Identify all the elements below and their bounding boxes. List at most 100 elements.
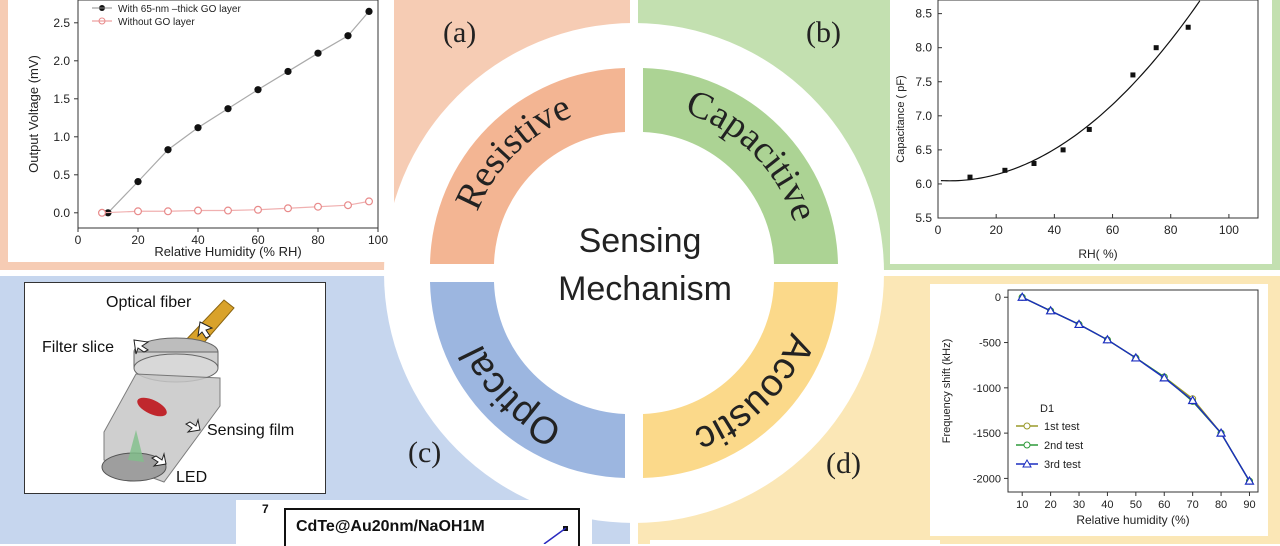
chart-b-data-point (1086, 126, 1092, 132)
chart-a-point-with-go (134, 178, 142, 186)
panel-d-chart-box (930, 284, 1268, 536)
chart-b-fit-curve (940, 0, 1201, 182)
chart-a-ylabel: Output Voltage (mV) (26, 55, 41, 173)
chart-a-point-without-go (164, 207, 173, 216)
chart-d-ytick-label: -2000 (973, 473, 1001, 485)
filter-slice-label: Filter slice (42, 339, 114, 356)
label-d: (d) (826, 447, 861, 480)
chart-d-ytick-label: 0 (995, 292, 1001, 304)
chart-d-point (1045, 305, 1056, 315)
chart-b-axes-frame (937, 0, 1259, 219)
chart-a-ytick-label: 0.5 (53, 168, 70, 182)
center-title-line2: Mechanism (558, 270, 732, 308)
chart-a-xtick-label: 20 (131, 233, 145, 247)
chart-b-ylabel: Capacitance ( pF) (895, 75, 907, 162)
chart-d-point (1216, 427, 1227, 437)
chart-d-series-line (1021, 296, 1251, 482)
chart-a-xtick-label: 100 (368, 233, 388, 247)
chart-a-point-without-go (344, 201, 353, 210)
chart-d-xtick-label: 40 (1101, 499, 1113, 511)
chart-a-legend-entry: Without GO layer (118, 17, 195, 28)
panel-c-inset-box (236, 500, 592, 544)
chart-d-legend-marker (1023, 422, 1031, 430)
chart-b-xtick-label: 60 (1106, 223, 1120, 237)
arrow-filter-icon (133, 339, 150, 355)
chart-a-series-line (101, 200, 370, 214)
inset-c-ytick: 7 (262, 502, 269, 516)
chart-d-legend-entry: 1st test (1044, 421, 1079, 433)
label-c: (c) (408, 436, 442, 469)
chart-d-xtick-label: 80 (1215, 499, 1227, 511)
chart-d-legend-title: D1 (1040, 403, 1054, 415)
arrow-film-icon (185, 418, 201, 433)
chart-a-point-with-go (254, 86, 262, 94)
chart-a-ytick-label: 1.0 (53, 130, 70, 144)
center-title-line1: Sensing (579, 222, 702, 260)
chart-b-xlabel: RH( %) (1078, 247, 1117, 261)
chart-b-data-point (1153, 45, 1159, 51)
ring-segment-resistive (430, 68, 625, 264)
chart-d-legend-marker (1023, 441, 1031, 449)
ring-segment-capacitive (643, 68, 838, 264)
chart-b-ytick-label: 8.5 (915, 7, 932, 21)
sensing-film-icon (137, 397, 167, 417)
chart-b-ytick-label: 7.5 (915, 75, 932, 89)
chart-a-point-with-go (224, 105, 232, 113)
chart-b-data-point (1031, 161, 1037, 166)
chart-d-xtick-label: 50 (1130, 499, 1142, 511)
chart-a-point-without-go (365, 197, 374, 206)
chart-d-point (1244, 475, 1255, 485)
panel-a-chart-box (8, 0, 394, 262)
chart-d-xtick-label: 90 (1243, 499, 1255, 511)
chart-a-point-with-go (164, 146, 172, 154)
chart-b-xtick-label: 20 (990, 223, 1004, 237)
chart-a-xtick-label: 80 (311, 233, 325, 247)
chart-d-axes-frame (1007, 289, 1259, 493)
chart-a-ytick-label: 2.5 (53, 16, 70, 30)
chart-a-point-without-go (194, 206, 203, 215)
chart-d-point (1017, 292, 1028, 301)
panel-b-chart-box (890, 0, 1272, 264)
chart-a-ytick-label: 0.0 (53, 206, 70, 220)
chart-b-ytick-label: 5.5 (915, 211, 932, 225)
chart-d-xtick-label: 30 (1073, 499, 1085, 511)
chart-a-point-with-go (194, 124, 202, 132)
chart-d-legend-entry: 2nd test (1044, 440, 1083, 452)
optical-fiber-label: Optical fiber (106, 294, 192, 311)
chart-a-point-with-go (365, 7, 373, 15)
chart-a-xtick-label: 60 (251, 233, 265, 247)
arrow-fiber-icon (197, 321, 214, 339)
chart-b-xtick-label: 100 (1219, 223, 1239, 237)
chart-b-ytick-label: 6.0 (915, 177, 932, 191)
inset-c-title: CdTe@Au20nm/NaOH1M (296, 518, 485, 535)
optical-device-illustration: Optical fiber Filter slice Sensing film … (42, 294, 294, 486)
chart-b-data-point (1130, 72, 1136, 78)
chart-d-series-line (1021, 296, 1251, 482)
chart-a-point-without-go (254, 205, 263, 214)
chart-d-ylabel: Frequency shift (kHz) (941, 339, 953, 444)
chart-b-data-point (967, 174, 973, 180)
chart-d-legend-entry: 3rd test (1044, 459, 1081, 471)
chart-d-point (1130, 352, 1141, 362)
led-label: LED (176, 469, 207, 486)
chart-a-point-without-go (224, 206, 233, 215)
chart-a-point-without-go (284, 204, 293, 213)
inset-c-plot-frame (284, 508, 580, 546)
chart-d-xtick-label: 10 (1016, 499, 1028, 511)
chart-b-ytick-label: 6.5 (915, 143, 932, 157)
ring-segment-optical (430, 282, 625, 478)
chart-b-ytick-label: 7.0 (915, 109, 932, 123)
chart-d-point (1159, 372, 1170, 382)
ring-segment-acoustic (643, 282, 838, 478)
chart-a-point-with-go (284, 67, 292, 76)
chart-d-ytick-label: -1500 (973, 428, 1001, 440)
chart-a-point-without-go (97, 208, 106, 217)
chart-b-ytick-label: 8.0 (915, 41, 932, 55)
inset-c-fit-line (543, 527, 567, 544)
arrow-led-icon (151, 452, 167, 467)
label-a: (a) (443, 16, 477, 49)
chart-d-ytick-label: -500 (979, 338, 1001, 350)
